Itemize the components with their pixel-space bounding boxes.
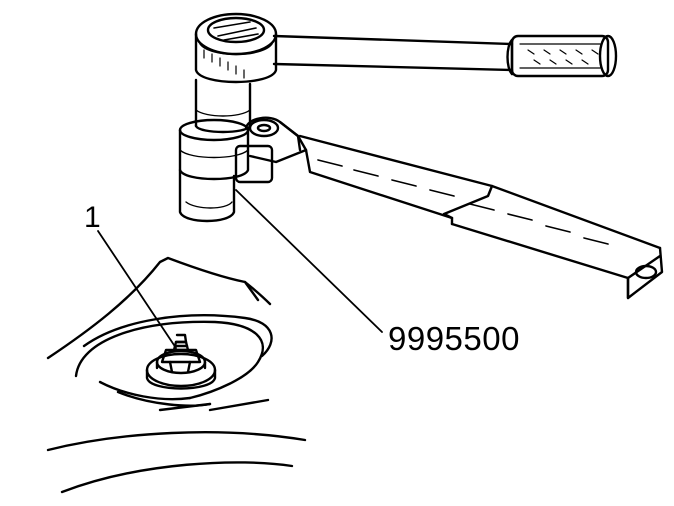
callout-leaders xyxy=(97,189,383,349)
ratchet-handle xyxy=(272,34,618,78)
callout-number-1: 1 xyxy=(84,201,101,234)
strut-nut-assembly xyxy=(145,333,217,390)
ratchet-head xyxy=(194,12,278,84)
strut-mount-drawing xyxy=(46,256,307,494)
holding-tool-9995500 xyxy=(234,116,664,300)
tool-number-label: 9995500 xyxy=(388,320,520,357)
extension-socket xyxy=(178,78,252,223)
